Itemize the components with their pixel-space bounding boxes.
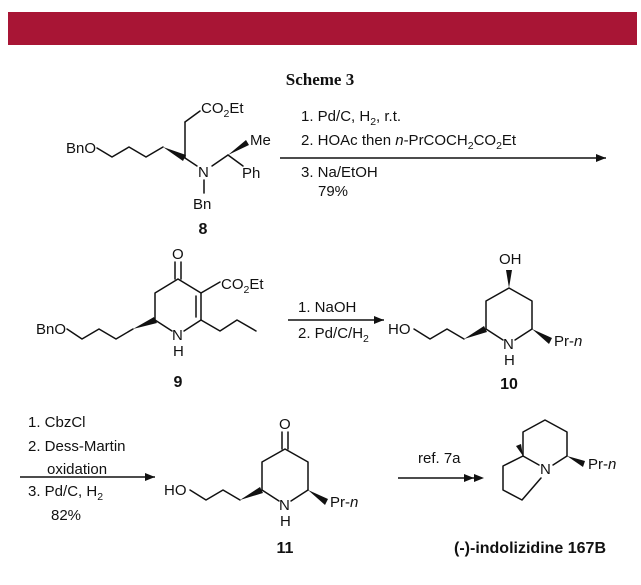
indolizidine-label: (-)-indolizidine 167B — [454, 540, 606, 557]
compound-8-label: 8 — [199, 221, 208, 238]
scheme-title: Scheme 3 — [286, 70, 354, 89]
atom-prn-11: Pr-n — [330, 494, 358, 511]
compound-9-label: 9 — [174, 374, 183, 391]
atom-h-9: H — [173, 343, 184, 360]
atom-oh-10: OH — [499, 251, 522, 268]
atom-nh-9: N — [172, 327, 183, 344]
reaction-arrow-1 — [280, 154, 606, 162]
reaction-arrow-4 — [398, 474, 484, 482]
atom-h-10: H — [504, 352, 515, 369]
atom-ho-11: HO — [164, 482, 187, 499]
conditions-step-3: 1. CbzCl 2. Dess-Martin oxidation 3. Pd/… — [28, 414, 126, 524]
compound-8-structure: BnO CO2Et N Bn Me Ph — [66, 100, 271, 213]
step4-ref: ref. 7a — [418, 450, 461, 467]
atom-nh-10: N — [503, 336, 514, 353]
atom-co2et-8: CO2Et — [201, 100, 244, 120]
compound-11-label: 11 — [277, 540, 294, 557]
atom-co2et-9: CO2Et — [221, 276, 264, 296]
step1-line1: 1. Pd/C, H2, r.t. — [301, 108, 401, 128]
step1-yield: 79% — [318, 183, 348, 200]
compound-9-structure: BnO N H O CO2Et — [36, 246, 264, 360]
step3-line3: 3. Pd/C, H2 — [28, 483, 103, 503]
atom-ph-8: Ph — [242, 165, 260, 182]
step1-line3: 3. Na/EtOH — [301, 164, 378, 181]
atom-h-11: H — [280, 513, 291, 530]
reaction-arrow-3 — [20, 473, 155, 481]
atom-o-9: O — [172, 246, 184, 263]
compound-10-label: 10 — [500, 376, 518, 393]
atom-bno-8: BnO — [66, 140, 96, 157]
atom-nh-11: N — [279, 497, 290, 514]
step3-yield: 82% — [51, 507, 81, 524]
atom-prn-indolizidine: Pr-n — [588, 456, 616, 473]
compound-11-structure: HO N H O Pr-n — [164, 416, 358, 530]
conditions-step-1: 1. Pd/C, H2, r.t. 2. HOAc then n-PrCOCH2… — [301, 108, 517, 200]
reaction-arrow-2 — [288, 316, 384, 324]
atom-n-indolizidine: N — [540, 461, 551, 478]
step3-line1: 1. CbzCl — [28, 414, 86, 431]
step1-line2: 2. HOAc then n-PrCOCH2CO2Et — [301, 132, 517, 152]
atom-bno-9: BnO — [36, 321, 66, 338]
atom-o-11: O — [279, 416, 291, 433]
step2-line1: 1. NaOH — [298, 299, 356, 316]
indolizidine-structure: N Pr-n — [502, 419, 616, 501]
atom-prn-10: Pr-n — [554, 333, 582, 350]
atom-ho-10: HO — [388, 321, 411, 338]
step3-line2: 2. Dess-Martin — [28, 438, 126, 455]
step3-line2b: oxidation — [47, 461, 107, 478]
conditions-step-2: 1. NaOH 2. Pd/C/H2 — [298, 299, 369, 345]
journal-header-bar — [8, 12, 637, 45]
atom-bn-8: Bn — [193, 196, 211, 213]
compound-10-structure: HO N H OH Pr-n — [388, 251, 582, 369]
atom-me-8: Me — [250, 132, 271, 149]
step2-line2: 2. Pd/C/H2 — [298, 325, 369, 345]
atom-n-8: N — [198, 164, 209, 181]
